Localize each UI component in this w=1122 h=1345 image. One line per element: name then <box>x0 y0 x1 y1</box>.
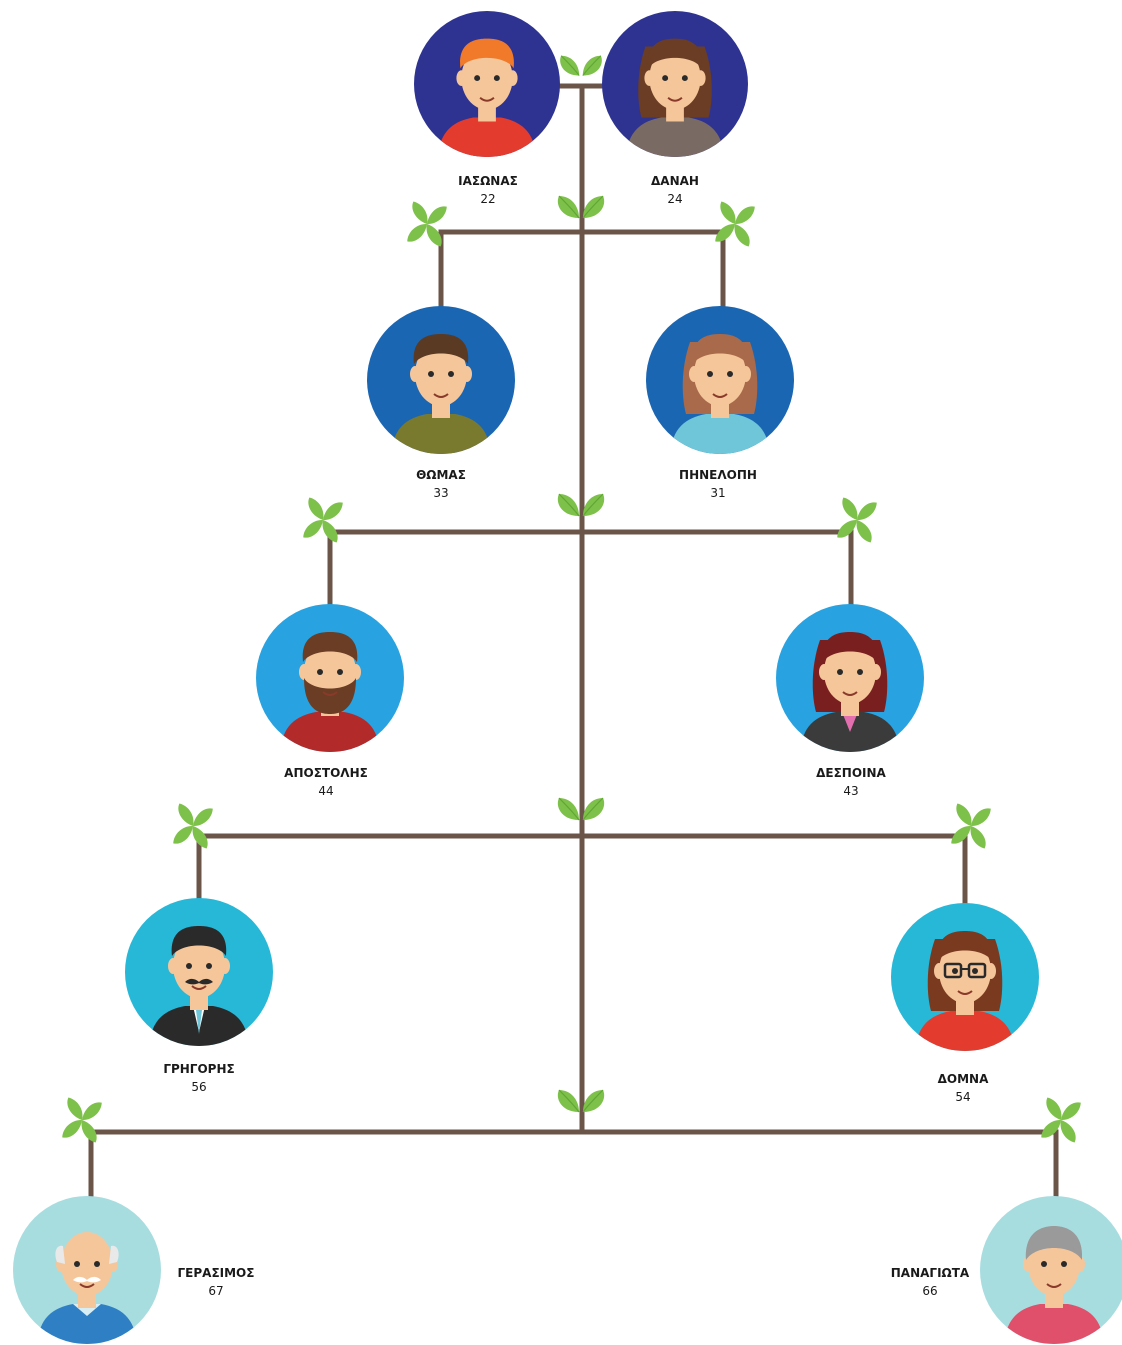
age-apostolis: 44 <box>318 784 334 798</box>
leaf-cluster-icon <box>715 201 755 247</box>
age-danai: 24 <box>667 192 683 206</box>
leaf-cluster-icon <box>62 1097 102 1143</box>
avatar-iasonas <box>414 11 560 157</box>
label-panagiota: ΠΑΝΑΓΙΩΤΑ 66 <box>850 1264 1010 1300</box>
avatars <box>13 11 1122 1344</box>
label-domna: ΔΟΜΝΑ 54 <box>883 1070 1043 1106</box>
avatar-domna <box>891 903 1039 1051</box>
avatar-danai <box>602 11 748 157</box>
tree-leaves <box>62 55 1081 1143</box>
tree-branches <box>88 83 1059 1205</box>
leaf-pair-icon <box>557 493 605 517</box>
avatar-despoina <box>776 604 924 752</box>
age-pinelopi: 31 <box>710 486 726 500</box>
name-domna: ΔΟΜΝΑ <box>937 1072 989 1086</box>
leaf-cluster-icon <box>173 803 213 849</box>
leaf-pair-icon <box>557 797 605 821</box>
leaf-cluster-icon <box>951 803 991 849</box>
label-despoina: ΔΕΣΠΟΙΝΑ 43 <box>771 764 931 800</box>
avatar-grigoris <box>125 898 273 1046</box>
name-despoina: ΔΕΣΠΟΙΝΑ <box>816 766 886 780</box>
label-gerasimos: ΓΕΡΑΣΙΜΟΣ 67 <box>136 1264 296 1300</box>
label-iasonas: ΙΑΣΩΝΑΣ 22 <box>408 172 568 208</box>
leaf-cluster-icon <box>303 497 343 543</box>
age-iasonas: 22 <box>480 192 496 206</box>
leaf-pair-icon <box>557 1089 605 1113</box>
name-gerasimos: ΓΕΡΑΣΙΜΟΣ <box>177 1266 255 1280</box>
leaf-pair-icon <box>560 55 602 76</box>
avatar-apostolis <box>256 604 404 752</box>
label-apostolis: ΑΠΟΣΤΟΛΗΣ 44 <box>246 764 406 800</box>
name-grigoris: ΓΡΗΓΟΡΗΣ <box>163 1062 235 1076</box>
age-despoina: 43 <box>843 784 859 798</box>
age-gerasimos: 67 <box>208 1284 224 1298</box>
avatar-gerasimos <box>13 1196 161 1344</box>
leaf-cluster-icon <box>407 201 447 247</box>
label-danai: ΔΑΝΑΗ 24 <box>595 172 755 208</box>
leaf-pair-icon <box>557 195 605 219</box>
avatar-thomas <box>367 306 515 454</box>
leaf-cluster-icon <box>837 497 877 543</box>
label-pinelopi: ΠΗΝΕΛΟΠΗ 31 <box>638 466 798 502</box>
leaf-cluster-icon <box>1041 1097 1081 1143</box>
name-thomas: ΘΩΜΑΣ <box>416 468 466 482</box>
age-grigoris: 56 <box>191 1080 207 1094</box>
name-apostolis: ΑΠΟΣΤΟΛΗΣ <box>284 766 368 780</box>
avatar-pinelopi <box>646 306 794 454</box>
name-danai: ΔΑΝΑΗ <box>651 174 699 188</box>
age-thomas: 33 <box>433 486 449 500</box>
name-panagiota: ΠΑΝΑΓΙΩΤΑ <box>890 1266 970 1280</box>
age-domna: 54 <box>955 1090 971 1104</box>
avatar-panagiota <box>980 1196 1122 1344</box>
age-panagiota: 66 <box>922 1284 938 1298</box>
name-pinelopi: ΠΗΝΕΛΟΠΗ <box>679 468 757 482</box>
label-grigoris: ΓΡΗΓΟΡΗΣ 56 <box>119 1060 279 1096</box>
label-thomas: ΘΩΜΑΣ 33 <box>361 466 521 502</box>
name-iasonas: ΙΑΣΩΝΑΣ <box>458 174 518 188</box>
